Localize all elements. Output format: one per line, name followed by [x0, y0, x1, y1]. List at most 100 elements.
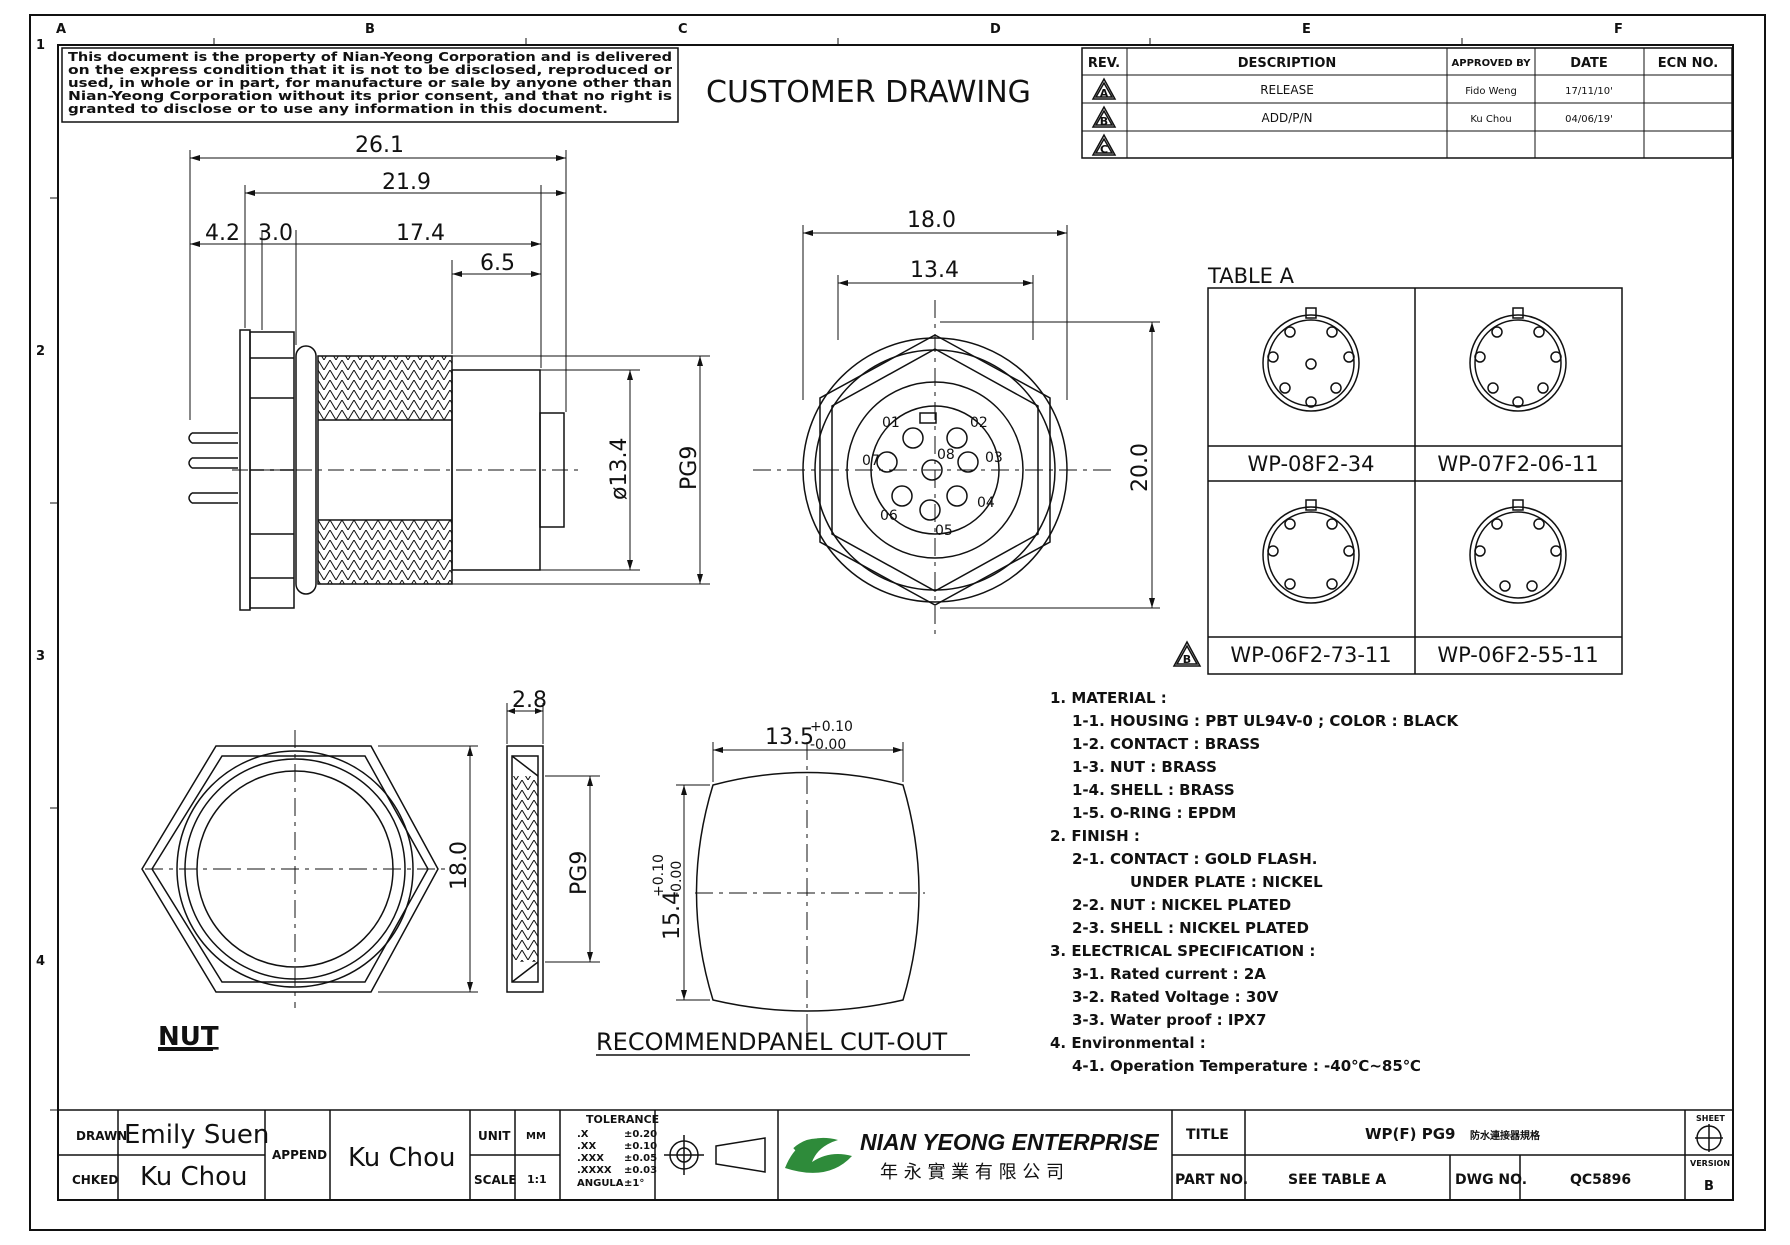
cutout-view [695, 742, 925, 1035]
scale-label: SCALE [474, 1173, 517, 1187]
pin-02: 02 [970, 415, 988, 431]
nut-view-labels: 18.0 2.8 PG9 [447, 688, 592, 895]
pinout-wp-06f2-55-11 [1469, 499, 1567, 604]
rev-row-3-mark: C [1100, 143, 1108, 156]
front-view-dimensions [802, 225, 1160, 609]
tol-val-1: ±0.20 [624, 1129, 657, 1140]
projection-symbol-icon [664, 1135, 766, 1175]
dim-body: 21.9 [382, 170, 431, 195]
company-name: NIAN YEONG ENTERPRISE [860, 1129, 1159, 1155]
zone-markers: A B C D E F 1 2 3 4 [36, 22, 1623, 969]
revision-table: REV. DESCRIPTION APPROVED BY DATE ECN NO… [1081, 47, 1733, 159]
description-header: DESCRIPTION [1238, 56, 1337, 71]
table-a-labels: WP-08F2-34 WP-07F2-06-11 WP-06F2-73-11 W… [1230, 452, 1598, 667]
tol-val-5: ±1° [624, 1178, 644, 1189]
table-a-rev-mark: B [1183, 653, 1191, 666]
approved-by-header: APPROVED BY [1452, 58, 1532, 69]
dim-overall: 26.1 [355, 133, 404, 158]
cutout-height-tol-plus: +0.10 [651, 854, 667, 897]
version-value: B [1704, 1179, 1714, 1194]
spec-line-8: 2-1. CONTACT : GOLD FLASH. [1072, 850, 1317, 868]
append-label: APPEND [272, 1148, 327, 1162]
dim-nut-thread: PG9 [567, 851, 592, 895]
company-logo-icon [785, 1137, 852, 1173]
rev-row-2-date: 04/06/19' [1565, 114, 1613, 125]
pin-04: 04 [977, 495, 995, 511]
sheet-label: SHEET [1696, 1114, 1725, 1123]
company-name-chinese: 年 永 實 業 有 限 公 司 [880, 1162, 1064, 1183]
drawn-by: Emily Suen [124, 1120, 269, 1150]
scale-value: 1:1 [527, 1173, 547, 1186]
pin-05: 05 [935, 523, 953, 539]
notice-line-2: on the express condition that it is not … [68, 63, 672, 77]
zone-row-3: 3 [36, 649, 45, 664]
tol-key-1: .X [577, 1129, 589, 1140]
cutout-arrows [681, 747, 903, 1000]
drawing-title-chinese: 防水連接器規格 [1470, 1129, 1541, 1142]
pinout-wp-08f2-34 [1262, 307, 1360, 412]
dwg-number-value: QC5896 [1570, 1172, 1631, 1188]
dim-thread: 17.4 [396, 221, 445, 246]
notice-line-4: Nian-Yeong Corporation without its prior… [68, 89, 672, 103]
spec-line-4: 1-3. NUT : BRASS [1072, 758, 1217, 776]
nut-view-label: NUT [158, 1022, 219, 1052]
part-label-2: WP-07F2-06-11 [1437, 452, 1598, 476]
cutout-width-tol-plus: +0.10 [810, 719, 853, 735]
title-block [57, 1109, 1734, 1201]
pinout-wp-07f2-06-11 [1469, 307, 1567, 412]
zone-col-d: D [990, 22, 1001, 37]
table-a [1172, 287, 1623, 675]
front-view-arrows [803, 230, 1155, 608]
drawn-label: DRAWN [76, 1129, 127, 1143]
date-header: DATE [1570, 56, 1608, 71]
dim-cutout-width: 13.5 [765, 725, 814, 750]
cutout-height-tol-minus: -0.00 [669, 861, 685, 897]
append-by: Ku Chou [348, 1143, 456, 1173]
spec-line-3: 1-2. CONTACT : BRASS [1072, 735, 1260, 753]
side-view [188, 329, 580, 611]
part-number-label: PART NO. [1175, 1172, 1248, 1188]
specifications: 1. MATERIAL : 1-1. HOUSING : PBT UL94V-0… [1050, 689, 1459, 1075]
front-pin-labels: 01 02 03 04 05 06 07 08 [862, 415, 1003, 539]
tol-key-4: .XXXX [577, 1165, 612, 1176]
rev-row-2-mark: B [1100, 115, 1108, 128]
title-block-labels: DRAWN CHKED APPEND UNIT SCALE MM 1:1 [72, 1129, 547, 1187]
rev-header: REV. [1088, 56, 1120, 71]
dwg-number-label: DWG NO. [1455, 1172, 1527, 1188]
zone-row-1: 1 [36, 38, 45, 53]
confidentiality-notice: This document is the property of Nian-Ye… [61, 47, 679, 123]
spec-line-6: 1-5. O-RING : EPDM [1072, 804, 1236, 822]
pin-01: 01 [882, 415, 900, 431]
rev-row-1-description: RELEASE [1260, 83, 1314, 97]
rev-row-2-approved: Ku Chou [1470, 114, 1511, 125]
spec-line-13: 3-1. Rated current : 2A [1072, 965, 1266, 983]
pinout-wp-06f2-73-11 [1262, 499, 1360, 604]
tol-key-5: ANGULA [577, 1178, 624, 1189]
dim-front-inner: 13.4 [910, 258, 959, 283]
pin-06: 06 [880, 508, 898, 524]
tolerance-label: TOLERANCE [586, 1113, 659, 1126]
version-label: VERSION [1690, 1159, 1730, 1168]
cutout-labels: 13.5 +0.10 -0.00 15.4 +0.10 -0.00 [651, 719, 853, 940]
spec-line-7: 2. FINISH : [1050, 827, 1140, 845]
zone-col-c: C [678, 22, 688, 37]
dim-diameter: ø13.4 [607, 438, 632, 500]
title-fields: TITLE WP(F) PG9 防水連接器規格 PART NO. SEE TAB… [1175, 1114, 1730, 1194]
spec-line-10: 2-2. NUT : NICKEL PLATED [1072, 896, 1291, 914]
nut-view [141, 730, 544, 1008]
nut-view-arrows [467, 708, 593, 992]
side-view-dimensions [189, 150, 710, 585]
zone-ticks [50, 38, 1463, 1111]
title-block-names: Emily Suen Ku Chou Ku Chou [124, 1120, 456, 1192]
front-pins [876, 427, 979, 521]
zone-row-4: 4 [36, 954, 45, 969]
dim-front-width: 18.0 [907, 208, 956, 233]
outer-frame [29, 14, 1766, 1231]
part-label-4: WP-06F2-55-11 [1437, 643, 1598, 667]
front-view [753, 300, 1115, 640]
side-view-labels: 26.1 21.9 4.2 3.0 17.4 6.5 ø13.4 PG9 [205, 133, 702, 500]
spec-line-15: 3-3. Water proof : IPX7 [1072, 1011, 1266, 1029]
dim-cutout-height: 15.4 [660, 891, 685, 940]
drawing-title: CUSTOMER DRAWING [706, 75, 1031, 110]
